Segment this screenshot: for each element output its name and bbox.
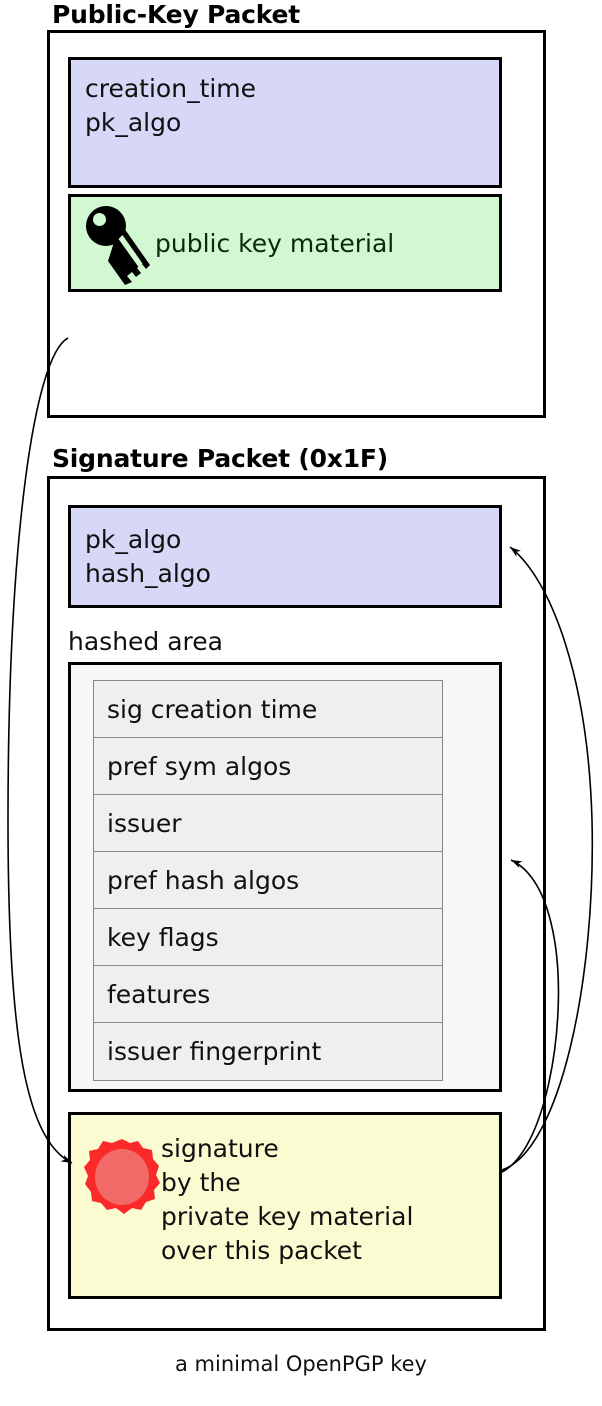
public-key-material-label: public key material <box>155 229 395 258</box>
hashed-area-label: hashed area <box>68 627 223 656</box>
subpacket-row: features <box>94 966 442 1023</box>
subpacket-row: pref sym algos <box>94 738 442 795</box>
subpacket-row: key flags <box>94 909 442 966</box>
hashed-area-box: sig creation time pref sym algos issuer … <box>68 662 502 1092</box>
signature-packet-title: Signature Packet (0x1F) <box>52 444 389 473</box>
public-key-material-block: public key material <box>68 194 502 292</box>
signature-algo-fields: pk_algo hash_algo <box>85 525 211 588</box>
diagram-caption: a minimal OpenPGP key <box>175 1352 427 1376</box>
subpacket-row: issuer fingerprint <box>94 1023 442 1080</box>
subpacket-row: issuer <box>94 795 442 852</box>
public-key-meta-block: creation_time pk_algo ... <box>68 57 502 205</box>
subpacket-row: sig creation time <box>94 681 442 738</box>
signature-description: signature by the private key material ov… <box>161 1134 414 1265</box>
wax-seal-icon <box>84 1139 160 1214</box>
subpacket-list: sig creation time pref sym algos issuer … <box>93 680 443 1081</box>
signature-algo-block: pk_algo hash_algo <box>68 505 502 608</box>
subpacket-row: pref hash algos <box>94 852 442 909</box>
key-icon <box>86 206 150 285</box>
signature-block: signature by the private key material ov… <box>68 1112 502 1299</box>
public-key-meta-fields: creation_time pk_algo ... <box>85 74 257 205</box>
public-key-packet-title: Public-Key Packet <box>52 0 301 29</box>
